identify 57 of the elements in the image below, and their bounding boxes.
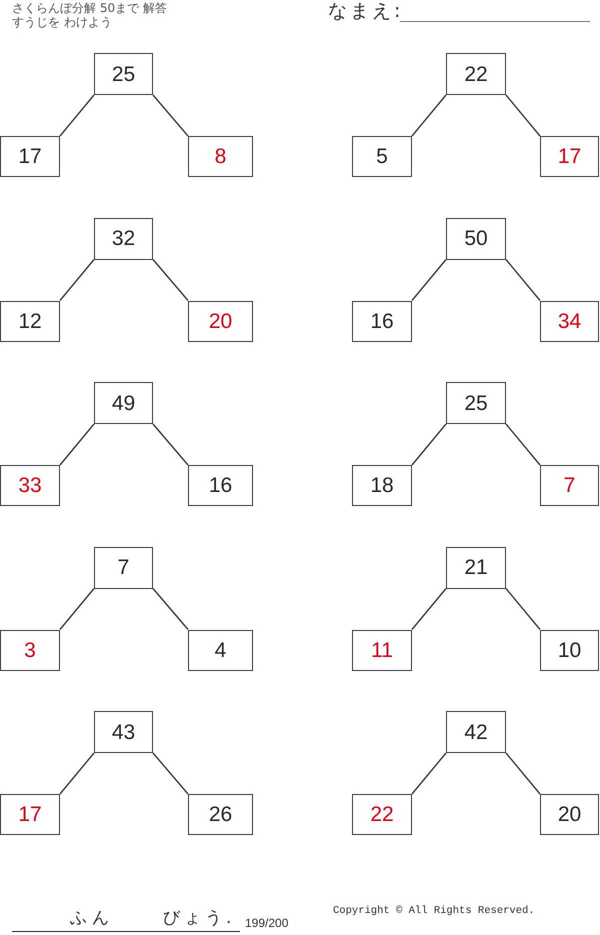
connector-line <box>411 259 447 301</box>
number-box: 49 <box>94 382 153 424</box>
number-box: 18 <box>352 465 412 506</box>
subtitle: すうじを わけよう <box>12 16 112 30</box>
number-box: 34 <box>540 300 599 342</box>
number-box: 10 <box>540 630 599 670</box>
number-box: 33 <box>0 465 60 506</box>
number-box: 8 <box>188 136 253 177</box>
connector-line <box>152 94 189 136</box>
connector-line <box>411 588 447 630</box>
worksheet-title: さくらんぼ分解 50まで 解答 <box>12 2 167 16</box>
connector-line <box>411 94 447 136</box>
number-box: 17 <box>0 794 60 835</box>
connector-line <box>59 259 95 301</box>
connector-line <box>152 424 189 466</box>
copyright-text: Copyright © All Rights Reserved. <box>333 905 535 918</box>
connector-line <box>505 752 541 794</box>
number-box: 4 <box>188 630 253 670</box>
connector-line <box>59 94 95 136</box>
number-box: 16 <box>188 465 253 506</box>
connector-line <box>152 588 189 630</box>
number-box: 20 <box>188 300 253 342</box>
connector-line <box>505 588 541 630</box>
number-box: 50 <box>446 218 506 260</box>
number-box: 25 <box>446 382 506 424</box>
number-box: 26 <box>188 794 253 835</box>
connector-line <box>505 424 541 466</box>
number-box: 17 <box>0 136 60 177</box>
seconds-label: びょう. <box>163 909 236 929</box>
number-box: 22 <box>352 794 412 835</box>
number-box: 7 <box>94 546 153 588</box>
number-box: 16 <box>352 300 412 342</box>
number-box: 22 <box>446 53 506 95</box>
connector-line <box>59 588 95 630</box>
connector-line <box>152 752 189 794</box>
connector-line <box>505 94 541 136</box>
number-box: 25 <box>94 53 153 95</box>
page-number: 199/200 <box>245 917 288 931</box>
number-box: 3 <box>0 630 60 670</box>
number-box: 42 <box>446 711 506 753</box>
connector-line <box>59 424 95 466</box>
connector-line <box>505 259 541 301</box>
number-box: 20 <box>540 794 599 835</box>
number-box: 43 <box>94 711 153 753</box>
number-box: 17 <box>540 136 599 177</box>
connector-line <box>152 259 189 301</box>
connector-line <box>411 752 447 794</box>
number-box: 32 <box>94 218 153 260</box>
connector-line <box>411 424 447 466</box>
number-box: 5 <box>352 136 412 177</box>
number-box: 21 <box>446 546 506 588</box>
name-label: なまえ: <box>328 1 404 23</box>
number-box: 7 <box>540 465 599 506</box>
connector-line <box>59 752 95 794</box>
number-box: 12 <box>0 300 60 342</box>
minutes-label: ふん <box>70 909 114 929</box>
number-box: 11 <box>352 630 412 670</box>
